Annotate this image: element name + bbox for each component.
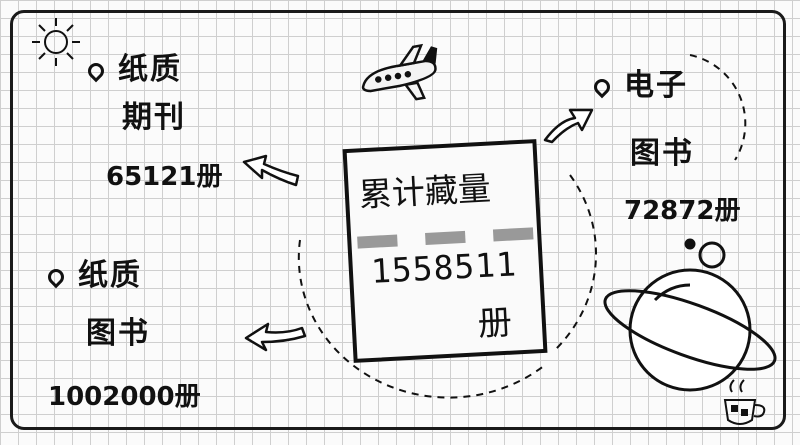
dash-divider <box>357 234 398 249</box>
periodicals-value: 65121册 <box>106 162 223 192</box>
total-collection-value: 1558511 <box>369 244 518 291</box>
dash-divider <box>425 230 466 246</box>
ebooks-value: 72872册 <box>624 196 741 226</box>
location-pin-icon <box>84 59 108 82</box>
arrow-icon <box>543 108 594 144</box>
paper-books-label: 纸质 <box>44 250 142 294</box>
airplane-icon <box>361 43 438 101</box>
dashed-arc <box>297 239 546 399</box>
periodicals-label-line2: 期刊 <box>122 100 186 135</box>
location-pin-icon <box>590 75 614 98</box>
total-collection-box: 累计藏量 1558511 册 <box>342 139 548 363</box>
arrow-icon <box>244 322 307 352</box>
ebooks-label: 电子 <box>590 60 688 104</box>
paper-books-label-line2: 图书 <box>86 316 150 351</box>
location-pin-icon <box>44 265 68 288</box>
sun-icon <box>32 18 80 66</box>
periodicals-label: 纸质 <box>84 44 182 88</box>
total-collection-unit: 册 <box>476 302 513 345</box>
dashed-arc <box>689 54 747 161</box>
paper-books-value: 1002000册 <box>48 382 201 412</box>
planet-icon <box>603 238 777 392</box>
total-collection-label: 累计藏量 <box>357 168 492 215</box>
ebooks-label-line2: 图书 <box>630 136 694 171</box>
arrow-icon <box>242 154 300 187</box>
dash-divider <box>492 227 534 242</box>
page-frame <box>10 10 786 430</box>
dashed-arc <box>554 174 598 351</box>
coffee-cup-icon <box>723 379 766 425</box>
